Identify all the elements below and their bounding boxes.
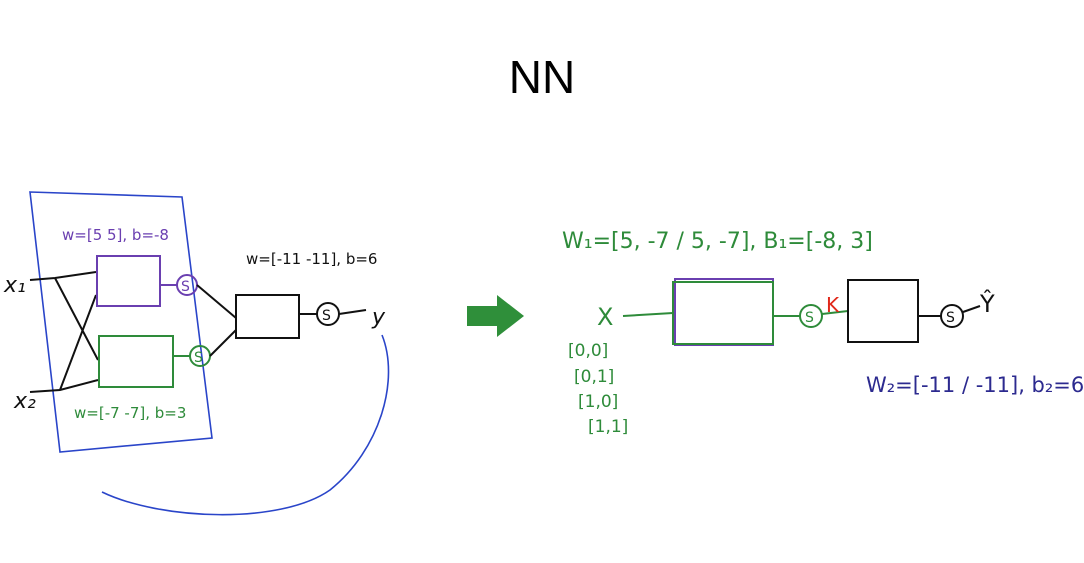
hidden-sigmoid xyxy=(799,304,823,328)
output-sigmoid xyxy=(940,304,964,328)
layer2-weights: W₂=[-11 / -11], b₂=6 xyxy=(866,373,1084,397)
hidden-layer-box-green xyxy=(672,281,774,345)
arrow-shaft xyxy=(467,306,497,326)
input-link xyxy=(622,312,674,317)
input-wires xyxy=(29,271,99,393)
output-neuron-weights: w=[-11 -11], b=6 xyxy=(246,250,377,268)
right-network-diagram: W₁=[5, -7 / 5, -7], B₁=[-8, 3] X [0,0] [… xyxy=(562,229,1084,437)
bottom-hidden-neuron xyxy=(98,335,174,388)
output-link xyxy=(962,305,981,313)
layer1-weights: W₁=[5, -7 / 5, -7], B₁=[-8, 3] xyxy=(562,229,873,254)
hidden-to-output-wires xyxy=(196,284,237,357)
output-sigmoid-symbol: S xyxy=(322,308,331,324)
output-yhat-label: Ŷ xyxy=(979,288,995,318)
top-sigmoid-symbol: S xyxy=(181,279,190,295)
output-neuron xyxy=(847,279,919,343)
top-hidden-neuron xyxy=(96,255,161,307)
input-row: [0,0] xyxy=(568,341,608,361)
output-link xyxy=(338,309,367,315)
slide-title: NN xyxy=(508,51,576,103)
input-x2-label: x₂ xyxy=(13,389,36,414)
hidden-layer-box-purple xyxy=(674,278,774,346)
input-row: [1,0] xyxy=(578,392,618,412)
input-row: [0,1] xyxy=(574,367,614,387)
arrow-head xyxy=(497,295,524,337)
bottom-sigmoid-symbol: S xyxy=(194,350,203,366)
bottom-neuron-weights: w=[-7 -7], b=3 xyxy=(74,404,186,422)
input-x1-label: x₁ xyxy=(3,273,26,298)
top-neuron-weights: w=[5 5], b=-8 xyxy=(62,226,169,244)
input-row: [1,1] xyxy=(588,417,628,437)
hidden-layer-boundary xyxy=(29,191,213,453)
output-sigmoid-symbol: S xyxy=(946,310,955,326)
left-network-diagram: x₁ x₂ w=[5 5], b=-8 S S w=[-7 -7], b=3 w… xyxy=(3,191,390,516)
hidden-output-k-label: K xyxy=(826,293,840,317)
hidden-sigmoid-symbol: S xyxy=(805,310,814,326)
transform-arrow xyxy=(467,295,524,337)
input-rows: [0,0] [0,1] [1,0] [1,1] xyxy=(568,341,628,437)
output-y-label: y xyxy=(371,305,386,330)
output-neuron xyxy=(235,294,300,339)
hidden-output-link xyxy=(821,310,849,315)
feedback-curve xyxy=(101,334,390,516)
input-x-label: X xyxy=(597,303,613,331)
